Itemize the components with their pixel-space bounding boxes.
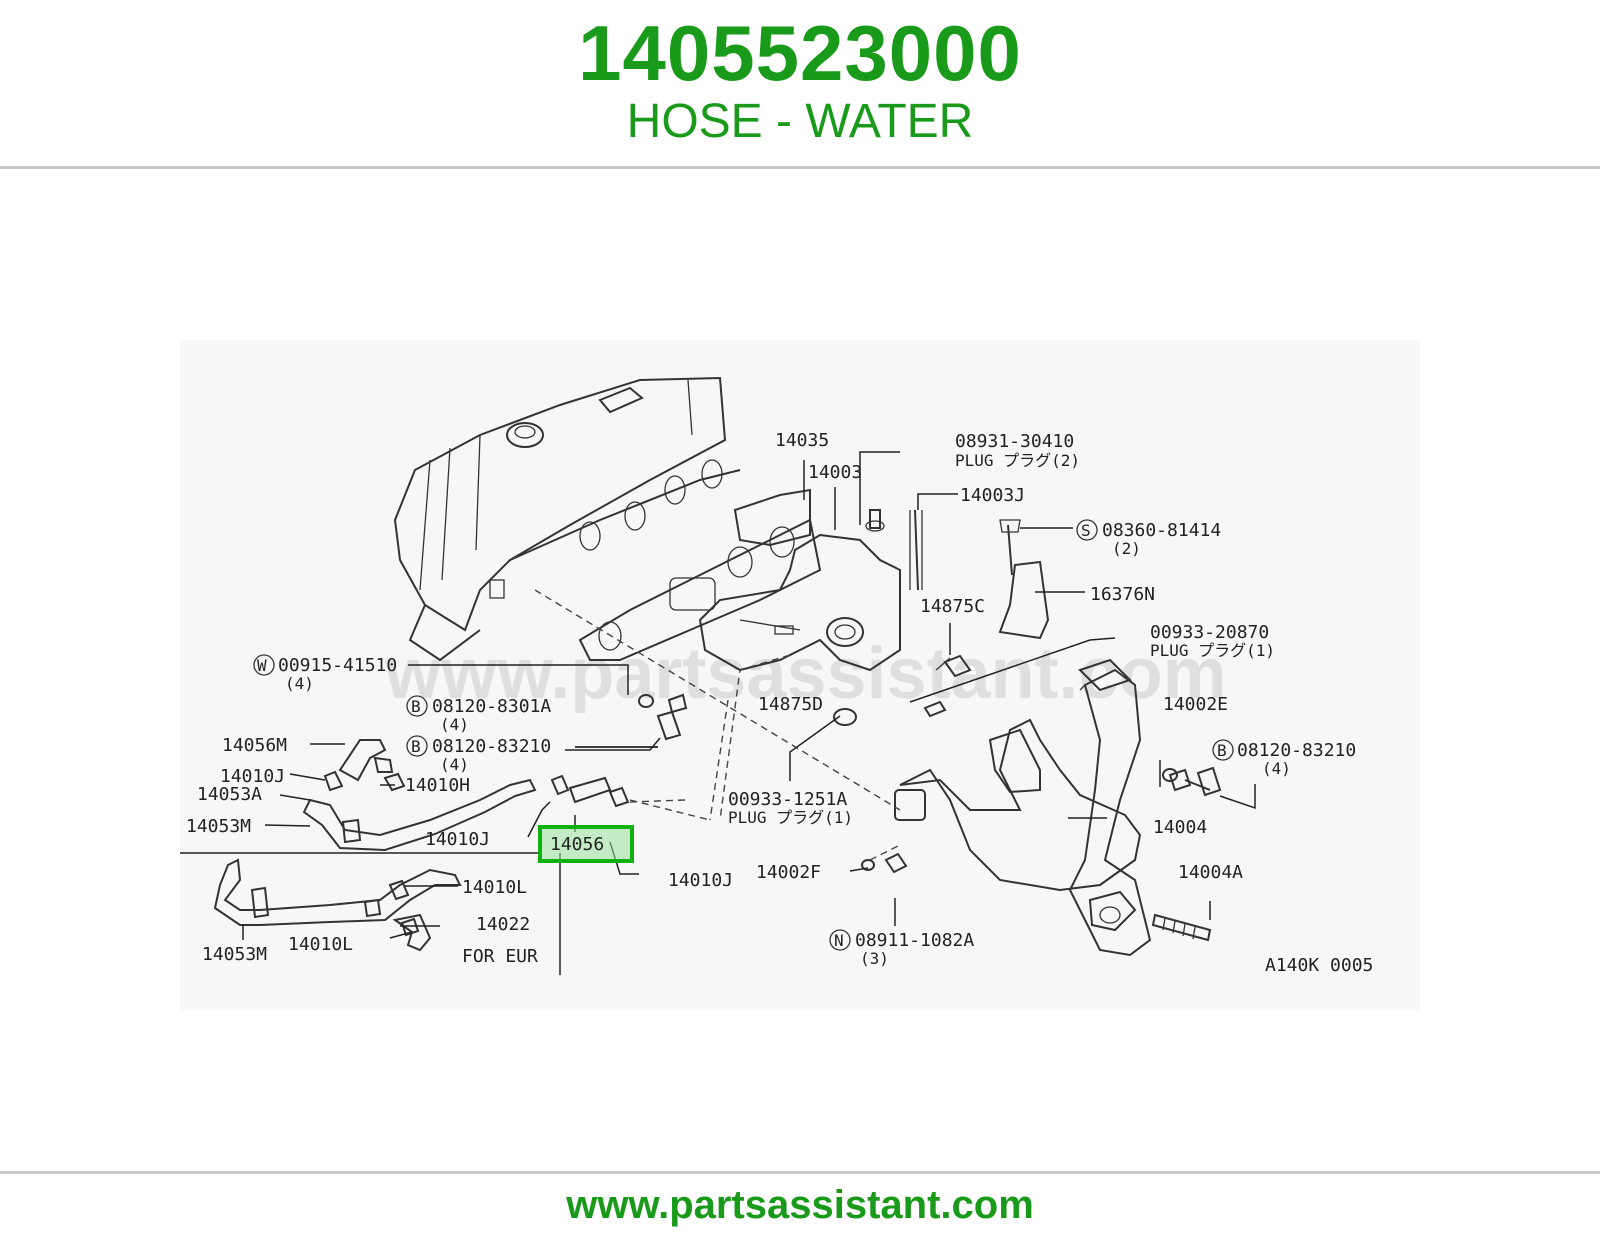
label-14010J-a[interactable]: 14010J (220, 766, 285, 787)
label-00915-qty: (4) (285, 674, 314, 693)
highlighted-part-box[interactable] (538, 825, 634, 863)
cylinder-head-drawing (393, 376, 741, 662)
label-00933-20870[interactable]: 00933-20870 (1150, 622, 1269, 643)
bracket-16376N-drawing (998, 519, 1050, 640)
label-14056[interactable]: 14056 (550, 834, 604, 855)
header-divider (0, 166, 1600, 169)
right-bolts-drawing (861, 766, 1222, 874)
water-hose-lower-drawing (213, 858, 462, 952)
label-for-eur: FOR EUR (462, 946, 538, 967)
drawing-code: A140K 0005 (1265, 955, 1373, 976)
part-labels: 14035 14003 08931-30410 PLUG プラグ(2) 1400… (186, 430, 1373, 976)
label-00933-1251A[interactable]: 00933-1251A (728, 789, 847, 810)
circled-w-letter: W (257, 656, 267, 675)
circled-b3-letter: B (1217, 741, 1227, 760)
label-08360-qty: (2) (1112, 539, 1141, 558)
water-hose-upper-drawing (302, 739, 630, 852)
circled-s-marker (1076, 519, 1098, 541)
label-14875C[interactable]: 14875C (920, 596, 985, 617)
part-number: 1405523000 (578, 9, 1022, 97)
leader-lines (242, 451, 1256, 940)
label-14053M-a[interactable]: 14053M (186, 816, 251, 837)
label-14004[interactable]: 14004 (1153, 817, 1207, 838)
label-16376N[interactable]: 16376N (1090, 584, 1155, 605)
page-header: 1405523000 HOSE - WATER (0, 0, 1600, 168)
label-14010J-c[interactable]: 14010J (668, 870, 733, 891)
circled-b2-letter: B (411, 737, 421, 756)
label-plug-2: PLUG プラグ(2) (955, 451, 1080, 470)
part-name: HOSE - WATER (626, 95, 974, 148)
circled-b2-marker (406, 735, 428, 757)
label-14002F[interactable]: 14002F (756, 862, 821, 883)
label-14003[interactable]: 14003 (808, 462, 862, 483)
label-08911-qty: (3) (860, 949, 889, 968)
label-08120-8301A[interactable]: 08120-8301A (432, 696, 551, 717)
label-14875D[interactable]: 14875D (758, 694, 823, 715)
label-08120-83210-a[interactable]: 08120-83210 (432, 736, 551, 757)
label-14022[interactable]: 14022 (476, 914, 530, 935)
exhaust-manifold-drawing (698, 509, 923, 672)
label-14004A[interactable]: 14004A (1178, 862, 1243, 883)
for-eur-separator (180, 852, 561, 975)
circled-s-letter: S (1081, 521, 1091, 540)
label-14035[interactable]: 14035 (775, 430, 829, 451)
exhaust-pipe-drawing (894, 658, 1212, 957)
label-08931-30410[interactable]: 08931-30410 (955, 431, 1074, 452)
label-14010L-b[interactable]: 14010L (288, 934, 353, 955)
circled-n-letter: N (834, 931, 844, 950)
bolt-washer-drawing (638, 693, 688, 741)
label-14056M[interactable]: 14056M (222, 735, 287, 756)
small-parts-drawing (833, 654, 972, 726)
label-08120-83210-b[interactable]: 08120-83210 (1237, 740, 1356, 761)
label-14053A[interactable]: 14053A (197, 784, 262, 805)
circled-b3-marker (1212, 739, 1234, 761)
manifold-gasket-drawing (578, 488, 822, 661)
label-14010H[interactable]: 14010H (405, 775, 470, 796)
circled-w-marker (253, 654, 275, 676)
label-08120-83210-a-qty: (4) (440, 755, 469, 774)
label-plug-1b: PLUG プラグ(1) (728, 808, 853, 827)
label-14010L-a[interactable]: 14010L (462, 877, 527, 898)
footer-url-link[interactable]: www.partsassistant.com (566, 1183, 1034, 1227)
label-08911-1082A[interactable]: 08911-1082A (855, 930, 974, 951)
circled-b1-letter: B (411, 697, 421, 716)
parts-diagram: www.partsassistant.com (180, 340, 1420, 1010)
label-14053M-b[interactable]: 14053M (202, 944, 267, 965)
circled-n-marker (829, 929, 851, 951)
label-plug-1a: PLUG プラグ(1) (1150, 641, 1275, 660)
diagram-svg: www.partsassistant.com (180, 376, 1373, 976)
label-08360-81414[interactable]: 08360-81414 (1102, 520, 1221, 541)
label-08120-83210-b-qty: (4) (1262, 759, 1291, 778)
label-08120-8301A-qty: (4) (440, 715, 469, 734)
circled-b1-marker (406, 695, 428, 717)
footer-divider (0, 1171, 1600, 1174)
assembly-dashed-lines (534, 589, 901, 861)
label-00915-41510[interactable]: 00915-41510 (278, 655, 397, 676)
label-14003J[interactable]: 14003J (960, 485, 1025, 506)
label-14010J-b[interactable]: 14010J (425, 829, 490, 850)
label-14002E[interactable]: 14002E (1163, 694, 1228, 715)
